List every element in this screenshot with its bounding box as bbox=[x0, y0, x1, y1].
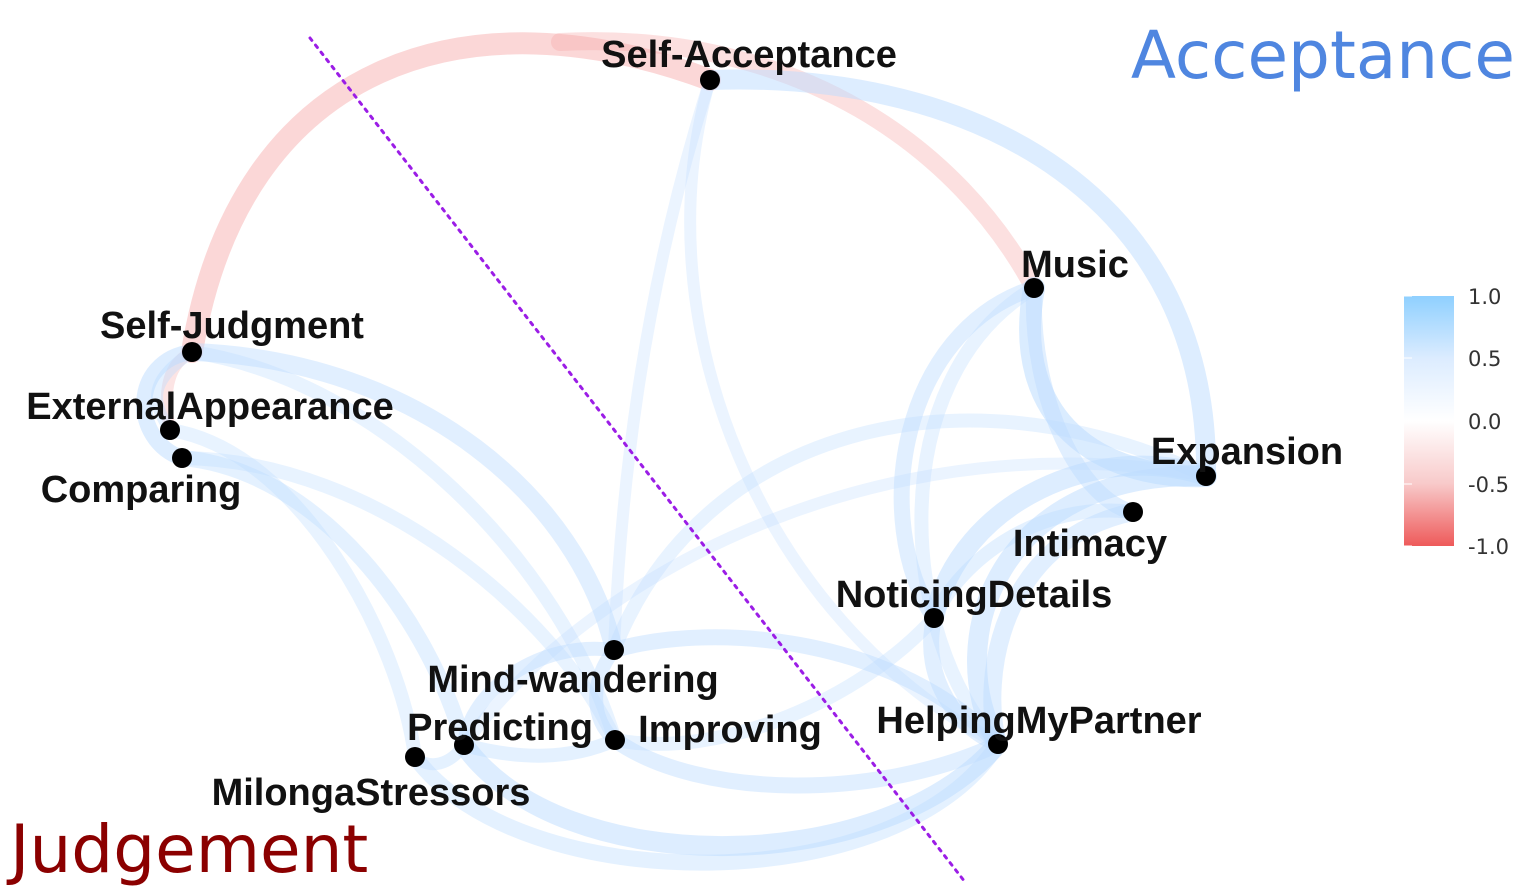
node-helping-my-partner bbox=[988, 734, 1008, 754]
node-milonga-stressors bbox=[405, 747, 425, 767]
color-legend: 1.0 0.5 0.0 -0.5 -1.0 bbox=[1404, 285, 1509, 559]
label-improving: Improving bbox=[638, 709, 822, 751]
node-noticing-details bbox=[924, 608, 944, 628]
legend-colorbar bbox=[1404, 296, 1454, 546]
edge-comparing-predicting bbox=[174, 450, 472, 753]
acceptance-judgement-divider bbox=[308, 36, 967, 884]
edge-music-helping bbox=[914, 281, 1041, 751]
edge-expansion-noticingdetails bbox=[924, 455, 1216, 628]
label-expansion: Expansion bbox=[1151, 431, 1343, 473]
label-helping-my-partner: HelpingMyPartner bbox=[876, 700, 1201, 742]
edges-group bbox=[136, 32, 1217, 871]
node-external-appearance bbox=[160, 420, 180, 440]
label-external-appearance: ExternalAppearance bbox=[26, 386, 394, 428]
nodes-group bbox=[160, 70, 1216, 767]
node-mind-wandering bbox=[604, 640, 624, 660]
edge-selfacceptance-music bbox=[551, 32, 1043, 297]
edge-predicting-improving bbox=[457, 733, 622, 763]
edge-selfacceptance-selfjudgment bbox=[181, 32, 721, 363]
edge-selfacceptance-expansion bbox=[700, 69, 1217, 486]
node-improving bbox=[605, 730, 625, 750]
node-labels-group: Self-Acceptance Music Self-Judgment Exte… bbox=[26, 34, 1343, 814]
edge-mindwandering-predicting bbox=[457, 641, 621, 752]
edge-intimacy-noticingdetails bbox=[927, 503, 1140, 625]
edge-noticingdetails-helping bbox=[923, 610, 1006, 752]
legend-tick-4: -0.5 bbox=[1468, 473, 1509, 497]
edge-improving-helping bbox=[607, 732, 1006, 794]
edge-externalappearance-milonga bbox=[163, 423, 422, 764]
node-self-judgment bbox=[182, 342, 202, 362]
node-expansion bbox=[1196, 466, 1216, 486]
legend-tick-5: -1.0 bbox=[1468, 535, 1509, 559]
acceptance-corner-label: Acceptance bbox=[1131, 17, 1515, 94]
edge-milonga-helping bbox=[407, 736, 1006, 871]
edge-selfacceptance-helping bbox=[684, 74, 1004, 750]
judgement-corner-label: Judgement bbox=[6, 811, 368, 888]
legend-tick-1: 1.0 bbox=[1468, 285, 1501, 309]
label-comparing: Comparing bbox=[41, 469, 242, 511]
edge-expansion-helping bbox=[967, 465, 1216, 754]
edge-selfjudgment-improving bbox=[185, 345, 622, 747]
edge-selfjudgment-mindwandering bbox=[183, 343, 623, 659]
edge-music-noticingdetails bbox=[893, 280, 1042, 626]
edge-noticingdetails-improving bbox=[608, 611, 941, 751]
edge-selfjudgment-comparing bbox=[136, 344, 200, 466]
edge-expansion-predicting bbox=[458, 457, 1212, 751]
edge-predicting-helping bbox=[454, 734, 1008, 857]
label-milonga-stressors: MilongaStressors bbox=[212, 772, 531, 814]
node-predicting bbox=[454, 735, 474, 755]
node-intimacy bbox=[1123, 502, 1143, 522]
edge-mindwandering-helping bbox=[606, 629, 1006, 752]
label-music: Music bbox=[1021, 244, 1129, 286]
node-comparing bbox=[172, 448, 192, 468]
label-intimacy: Intimacy bbox=[1013, 523, 1167, 565]
label-predicting: Predicting bbox=[407, 707, 593, 749]
label-self-acceptance: Self-Acceptance bbox=[601, 34, 897, 76]
label-self-judgment: Self-Judgment bbox=[100, 305, 364, 347]
legend-tick-2: 0.5 bbox=[1468, 347, 1501, 371]
edge-expansion-mindwandering bbox=[607, 413, 1213, 657]
edge-intimacy-helping bbox=[983, 503, 1142, 753]
label-noticing-details: NoticingDetails bbox=[836, 574, 1113, 616]
node-self-acceptance bbox=[700, 70, 720, 90]
legend-tick-3: 0.0 bbox=[1468, 410, 1501, 434]
edge-externalappearance-comparing bbox=[151, 346, 198, 436]
edge-music-intimacy bbox=[1025, 280, 1141, 520]
node-music bbox=[1024, 278, 1044, 298]
edge-comparing-improving bbox=[175, 451, 622, 747]
edge-selfacceptance-mindwandering bbox=[608, 74, 716, 656]
label-mind-wandering: Mind-wandering bbox=[427, 659, 718, 701]
